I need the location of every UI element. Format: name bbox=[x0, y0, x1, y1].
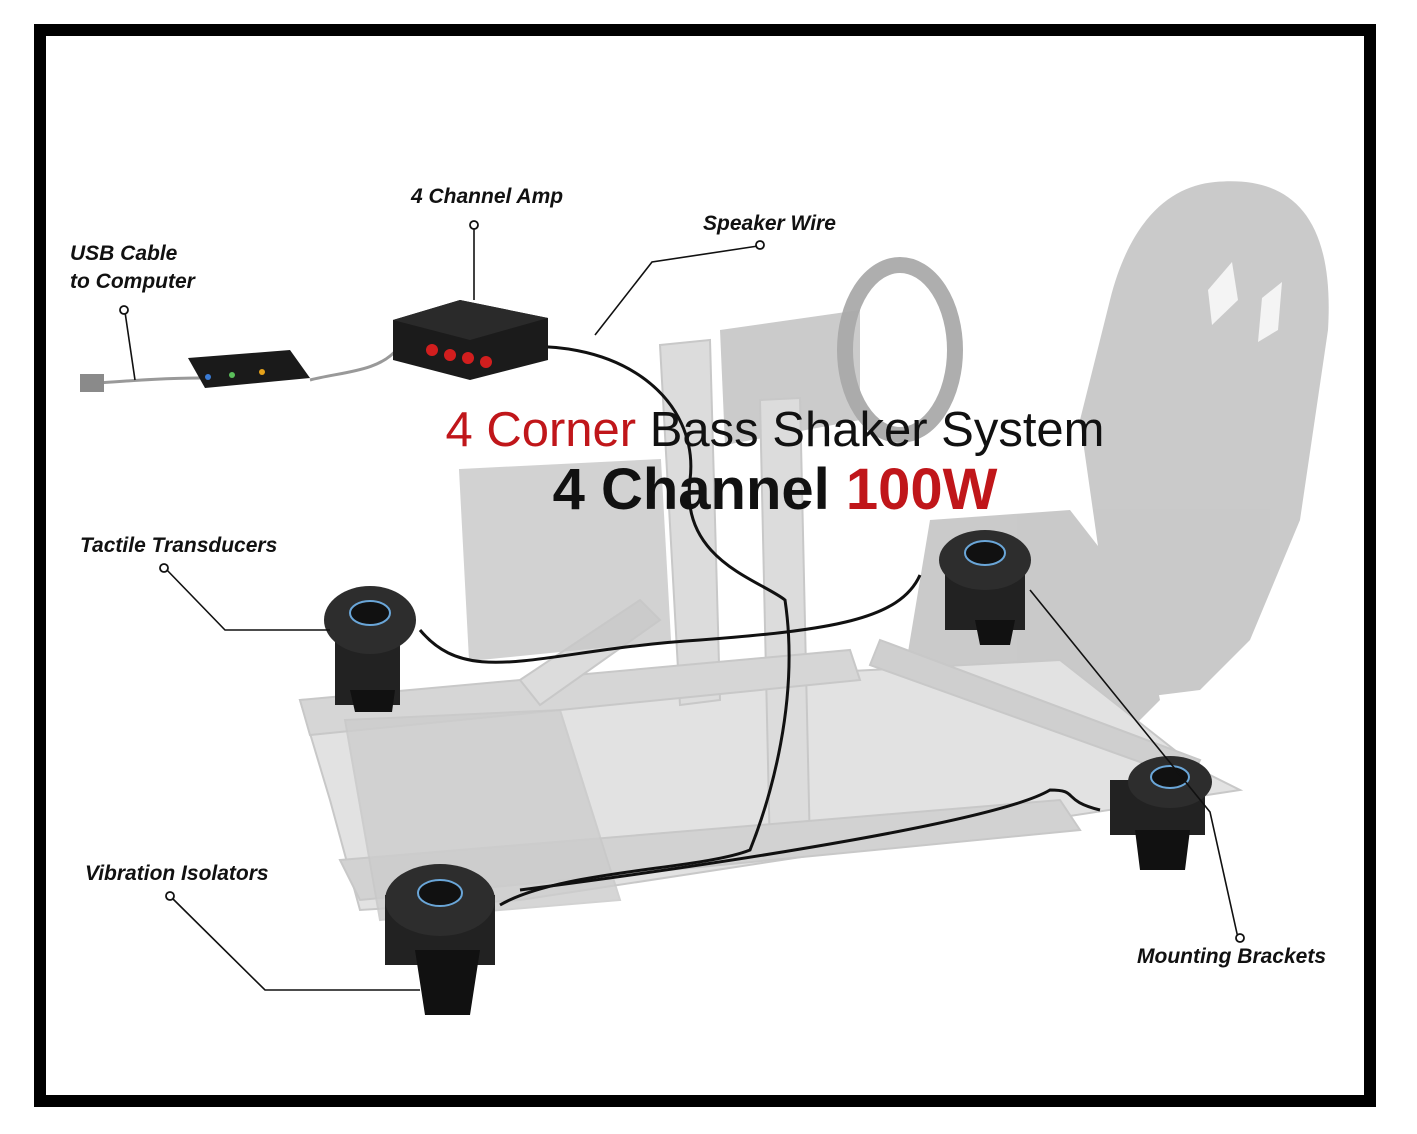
callout-vibration-isolators: Vibration Isolators bbox=[85, 862, 269, 885]
callout-tactile-transducers: Tactile Transducers bbox=[80, 534, 278, 557]
transducer-right-rear bbox=[1110, 756, 1212, 870]
transducer-left-rear bbox=[385, 864, 495, 1015]
speaker-wires bbox=[418, 345, 1101, 907]
seat-cutouts bbox=[1208, 262, 1282, 342]
subtitle-accent-wattage: 100W bbox=[845, 457, 998, 522]
callout-dots bbox=[119, 220, 1245, 943]
callout-mounting-brackets: Mounting Brackets bbox=[1137, 945, 1327, 968]
usb-plug bbox=[80, 374, 104, 392]
usb-sound-card bbox=[188, 350, 310, 388]
callout-leaders bbox=[124, 228, 1239, 991]
title-line-2: 4 Channel 100W bbox=[360, 456, 1190, 523]
callout-amp: 4 Channel Amp bbox=[411, 185, 564, 208]
usb-cable bbox=[97, 347, 400, 385]
transducer-right-front bbox=[939, 530, 1031, 645]
callout-usb-line1: USB Cable bbox=[70, 242, 178, 265]
title-line-1: 4 Corner Bass Shaker System bbox=[360, 402, 1190, 458]
callout-usb-line2: to Computer bbox=[70, 270, 195, 293]
amplifier-box bbox=[393, 300, 548, 380]
wheel-base bbox=[720, 310, 860, 445]
callout-speaker-wire: Speaker Wire bbox=[703, 212, 836, 235]
title-accent-corner: 4 Corner bbox=[445, 403, 637, 457]
title-rest: Bass Shaker System bbox=[636, 403, 1105, 457]
subtitle-main: 4 Channel bbox=[552, 457, 846, 522]
transducer-left-front bbox=[324, 586, 416, 712]
